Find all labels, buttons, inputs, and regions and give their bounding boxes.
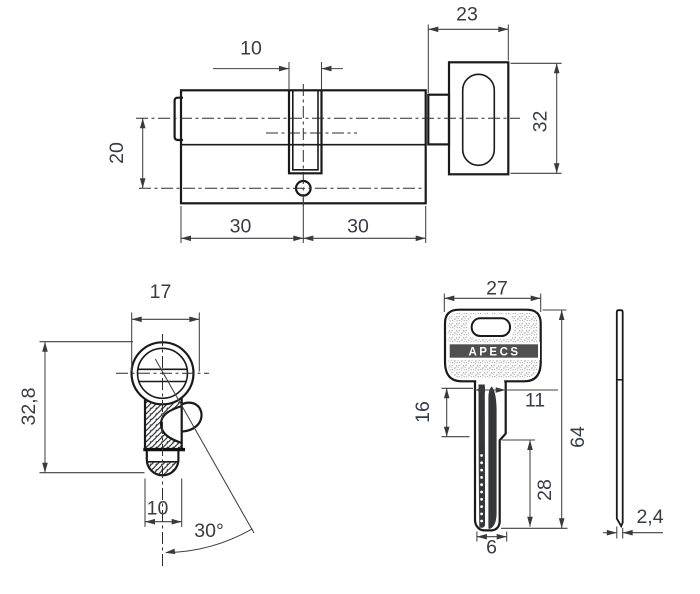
dim-label-shoulder-length: 16 — [412, 401, 434, 423]
dim-label-blade-width: 11 — [525, 390, 545, 412]
dim-label-knob-height: 32 — [530, 111, 552, 133]
dim-label-rotation-angle: 30° — [194, 520, 224, 542]
key-head: APECS — [442, 306, 544, 385]
cylinder-side-view: 10 23 32 20 30 30 — [106, 4, 562, 243]
thumbturn-neck — [427, 93, 451, 146]
cylinder-profile-view: 17 32,8 10 30° — [18, 281, 255, 566]
dim-label-total-length: 64 — [567, 426, 589, 448]
dim-label-profile-height: 32,8 — [18, 388, 40, 426]
cylinder-centerlines — [136, 84, 520, 207]
dim-label-right-half: 30 — [347, 216, 369, 238]
keyring-hole — [470, 317, 512, 337]
dim-label-profile-width: 17 — [150, 281, 172, 303]
profile-shapes — [130, 341, 203, 477]
blade-drill-dots — [480, 454, 483, 523]
section-hatch-upper — [145, 397, 182, 449]
key-dimensions — [441, 293, 568, 542]
brand-label: APECS — [468, 346, 520, 358]
key-side-profile — [615, 309, 624, 529]
dim-label-axis-offset: 20 — [106, 142, 128, 164]
cam-slot — [287, 90, 323, 175]
dim-label-lower-length: 28 — [534, 479, 556, 501]
dim-label-tip-width: 6 — [486, 537, 497, 559]
cylinder-front-cap — [173, 96, 183, 142]
dim-label-cam-width: 10 — [240, 38, 262, 60]
key-front-view: APECS — [412, 278, 589, 559]
key-head-outline — [443, 308, 542, 383]
dim-label-left-half: 30 — [230, 216, 252, 238]
dim-label-head-width: 27 — [486, 278, 508, 300]
key-side-dimensions — [603, 526, 663, 539]
dim-label-key-thickness: 2,4 — [636, 506, 663, 528]
dim-label-foot-width: 10 — [147, 498, 169, 520]
key-side-view: 2,4 — [603, 309, 664, 539]
brand-band — [449, 344, 538, 358]
key-blade-outline — [473, 381, 507, 532]
dim-label-knob-depth: 23 — [456, 4, 478, 26]
cylinder-dimensions — [139, 24, 562, 243]
thumbturn-grip — [461, 73, 496, 167]
key-blade — [473, 379, 507, 532]
cam-lobe — [181, 401, 203, 433]
profile-dimensions — [39, 312, 255, 556]
blade-groove-right — [488, 386, 497, 529]
